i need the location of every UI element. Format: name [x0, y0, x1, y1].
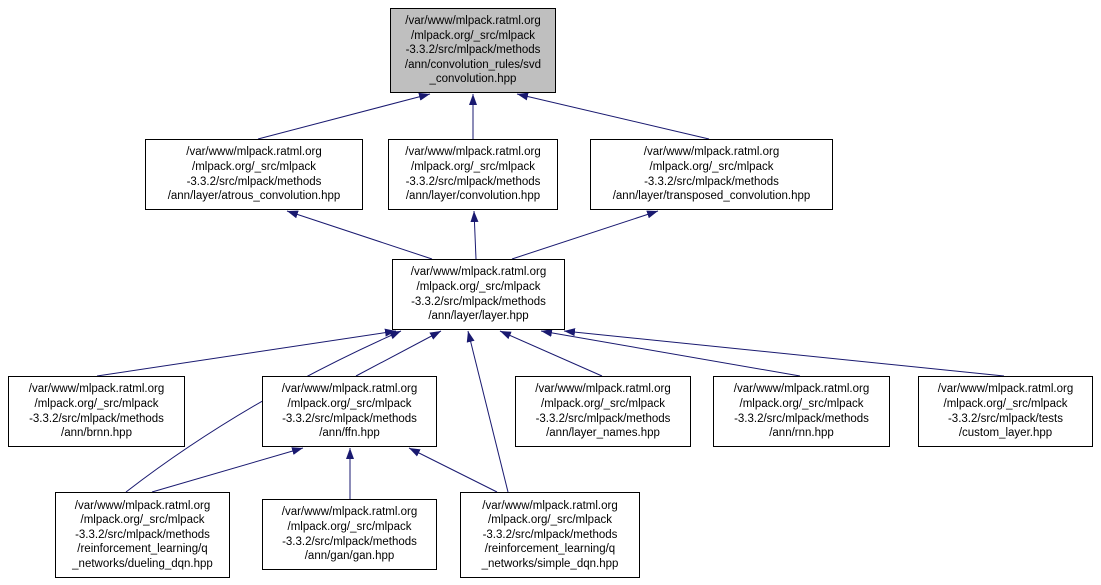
node-svd-convolution: /var/www/mlpack.ratml.org /mlpack.org/_s…: [390, 8, 556, 93]
edge-simple_dqn-to-ffn: [408, 447, 498, 493]
edge-layer-to-transposed_convolution: [511, 210, 659, 260]
node-layer[interactable]: /var/www/mlpack.ratml.org /mlpack.org/_s…: [392, 259, 565, 330]
node-transposed-convolution[interactable]: /var/www/mlpack.ratml.org /mlpack.org/_s…: [590, 139, 833, 210]
edge-brnn-to-layer: [96, 328, 397, 377]
node-convolution[interactable]: /var/www/mlpack.ratml.org /mlpack.org/_s…: [388, 139, 558, 210]
edge-rnn-to-layer: [540, 328, 801, 377]
edge-atrous_convolution-to-svd_convolution: [257, 92, 431, 140]
edge-custom_layer-to-layer: [563, 328, 1005, 377]
edge-transposed_convolution-to-svd_convolution: [516, 92, 710, 140]
node-custom-layer[interactable]: /var/www/mlpack.ratml.org /mlpack.org/_s…: [918, 376, 1093, 447]
edge-ffn-to-layer: [355, 330, 442, 377]
node-atrous-convolution[interactable]: /var/www/mlpack.ratml.org /mlpack.org/_s…: [145, 139, 363, 210]
node-simple-dqn[interactable]: /var/www/mlpack.ratml.org /mlpack.org/_s…: [460, 492, 640, 578]
edge-simple_dqn-to-layer: [466, 330, 509, 493]
node-rnn[interactable]: /var/www/mlpack.ratml.org /mlpack.org/_s…: [713, 376, 890, 447]
edge-layer-to-convolution: [470, 210, 479, 260]
node-gan[interactable]: /var/www/mlpack.ratml.org /mlpack.org/_s…: [262, 499, 437, 570]
node-brnn[interactable]: /var/www/mlpack.ratml.org /mlpack.org/_s…: [8, 376, 185, 447]
node-dueling-dqn[interactable]: /var/www/mlpack.ratml.org /mlpack.org/_s…: [55, 492, 230, 578]
node-layer-names[interactable]: /var/www/mlpack.ratml.org /mlpack.org/_s…: [515, 376, 691, 447]
edge-dueling_dqn-to-layer: [125, 330, 402, 493]
edge-layer_names-to-layer: [499, 330, 603, 377]
edge-layer-to-atrous_convolution: [286, 210, 433, 260]
node-ffn[interactable]: /var/www/mlpack.ratml.org /mlpack.org/_s…: [262, 376, 437, 447]
edge-dueling_dqn-to-ffn: [151, 447, 304, 493]
